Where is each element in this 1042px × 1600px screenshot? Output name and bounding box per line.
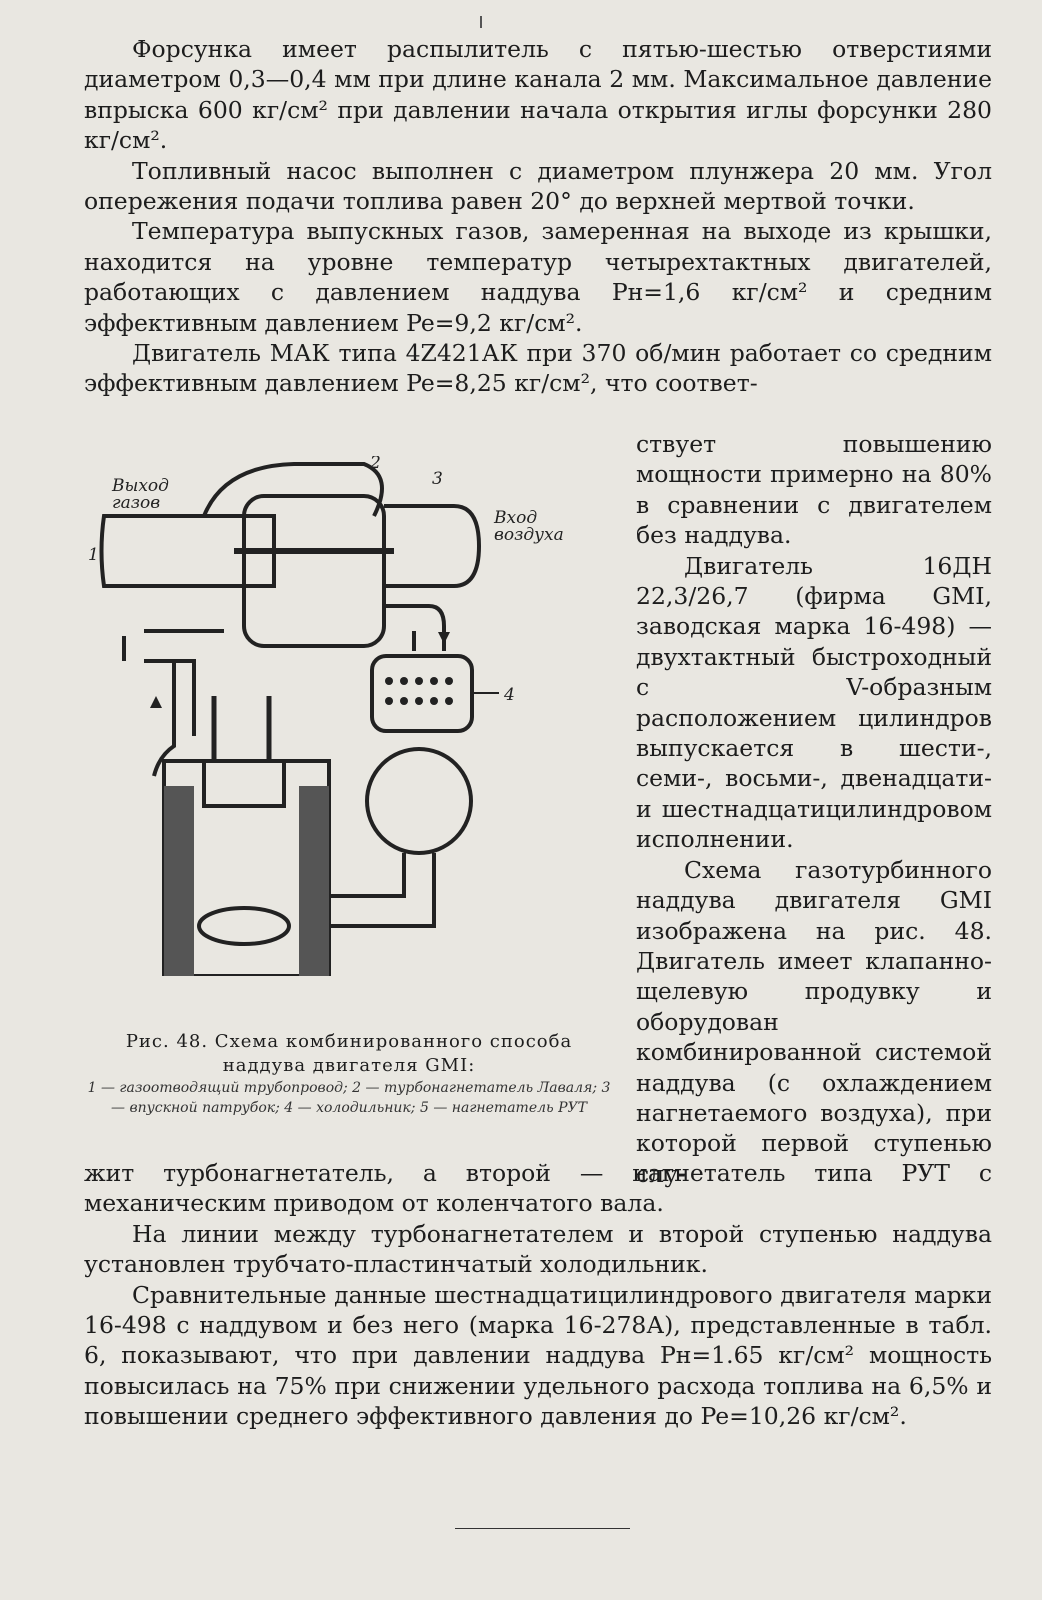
piston — [197, 906, 291, 946]
paragraph: Двигатель 16ДН 22,3/26,7 (фирма GMI, зав… — [636, 551, 992, 854]
exhaust-pipe — [122, 629, 224, 736]
intercooler — [370, 654, 474, 733]
paragraph: Двигатель МАК типа 4Z421АК при 370 об/ми… — [84, 339, 992, 398]
paragraph: На линии между турбонагнетателем и второ… — [84, 1219, 992, 1279]
exhaust-bend — [152, 661, 176, 777]
paragraph: Топливный насос выполнен с диаметром плу… — [84, 156, 992, 216]
cylinder-wall-left — [164, 786, 194, 976]
paragraph: ствует повышению мощности примерно на 80… — [636, 430, 992, 550]
part-number-4: 4 — [503, 685, 515, 705]
text-column-right: ствует повышению мощности примерно на 80… — [636, 429, 992, 1189]
cylinder-wall-right — [299, 786, 329, 976]
air-inlet-duct — [384, 504, 482, 588]
paragraph: Сравнительные данные шестнадцатицилиндро… — [84, 1280, 992, 1431]
figure-caption: Рис. 48. Схема комбинированного способа … — [84, 1030, 614, 1078]
figure-legend: 1 — газоотводящий трубопровод; 2 — турбо… — [87, 1080, 611, 1116]
cylinder-head — [202, 759, 286, 808]
diagram-svg: Выход газов Вход воздуха 1 2 3 4 — [88, 456, 564, 976]
text-block-bottom: жит турбонагнетатель, а второй — нагнета… — [84, 1158, 992, 1432]
caption-line: Рис. 48. Схема комбинированного способа — [125, 1031, 573, 1052]
charge-pipe — [304, 853, 436, 928]
part-number-1: 1 — [88, 545, 99, 565]
turbo-housing-top — [202, 462, 384, 517]
flow-arrow-up — [150, 696, 162, 708]
text-block-top: Форсунка имеет распылитель с пятью-шесть… — [84, 34, 992, 399]
label-inlet: Вход — [493, 508, 537, 528]
roots-blower — [365, 747, 473, 855]
paragraph: Форсунка имеет распылитель с пятью-шесть… — [84, 35, 992, 155]
air-pipe — [384, 604, 446, 651]
paragraph: Схема газотурбинного наддува двигателя G… — [636, 855, 992, 1188]
engine-supercharging-diagram: Выход газов Вход воздуха 1 2 3 4 — [84, 456, 624, 976]
paragraph: Температура выпускных газов, замеренная … — [84, 217, 992, 337]
footer-rule — [455, 1528, 630, 1529]
part-number-2: 2 — [369, 456, 381, 473]
turbocharger — [242, 494, 386, 648]
flow-arrow-down — [438, 632, 450, 644]
caption-line: наддува двигателя GMI: — [222, 1055, 476, 1076]
paragraph: жит турбонагнетатель, а второй — нагнета… — [84, 1159, 992, 1218]
gas-outlet-duct — [99, 514, 276, 588]
label-outlet-2: газов — [112, 493, 160, 513]
part-number-3: 3 — [432, 469, 443, 489]
page-mark — [480, 16, 482, 28]
label-outlet: Выход — [111, 476, 169, 496]
label-inlet-2: воздуха — [494, 525, 564, 545]
